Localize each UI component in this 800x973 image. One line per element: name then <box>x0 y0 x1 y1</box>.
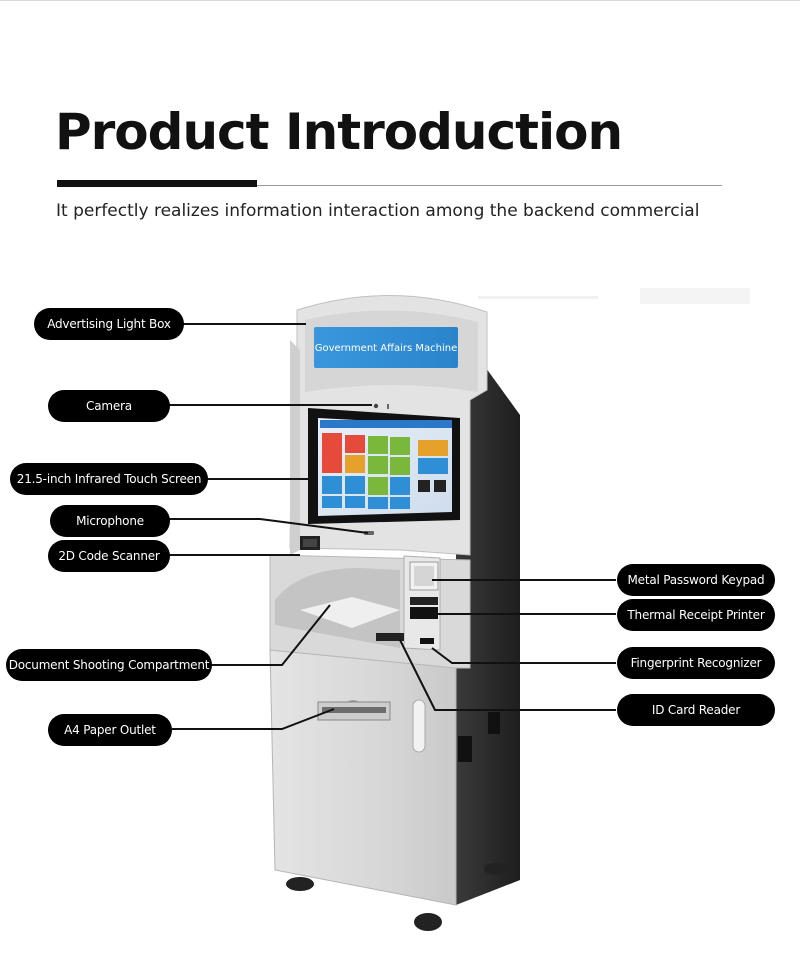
callout-code-scanner: 2D Code Scanner <box>48 540 170 572</box>
callout-password-keypad: Metal Password Keypad <box>617 564 775 596</box>
callout-document-compartment: Document Shooting Compartment <box>6 649 212 681</box>
kiosk-cabinet <box>269 649 457 906</box>
callout-microphone: Microphone <box>50 505 170 537</box>
callout-id-card-reader: ID Card Reader <box>617 694 775 726</box>
id-card-reader <box>376 633 404 641</box>
page-title: Product Introduction <box>55 103 623 161</box>
top-divider <box>0 0 800 1</box>
callout-fingerprint: Fingerprint Recognizer <box>617 647 775 679</box>
callout-paper-outlet: A4 Paper Outlet <box>48 714 172 746</box>
kiosk-sign <box>314 327 458 368</box>
title-underline <box>57 185 722 186</box>
fingerprint-sensor <box>420 638 434 644</box>
title-accent-bar <box>57 180 257 187</box>
kiosk-side-panel <box>456 368 520 905</box>
receipt-printer-slot <box>410 607 438 619</box>
paper-outlet-slot <box>322 707 386 713</box>
callout-receipt-printer: Thermal Receipt Printer <box>617 599 775 631</box>
callout-touch-screen: 21.5-inch Infrared Touch Screen <box>10 463 208 495</box>
callout-camera: Camera <box>48 390 170 422</box>
camera-lens <box>373 403 379 409</box>
kiosk-sign-text: Government Affairs Machine <box>315 343 458 354</box>
callout-lines <box>168 323 616 730</box>
page-subtitle: It perfectly realizes information intera… <box>56 201 700 221</box>
callout-advertising-light-box: Advertising Light Box <box>34 308 184 340</box>
